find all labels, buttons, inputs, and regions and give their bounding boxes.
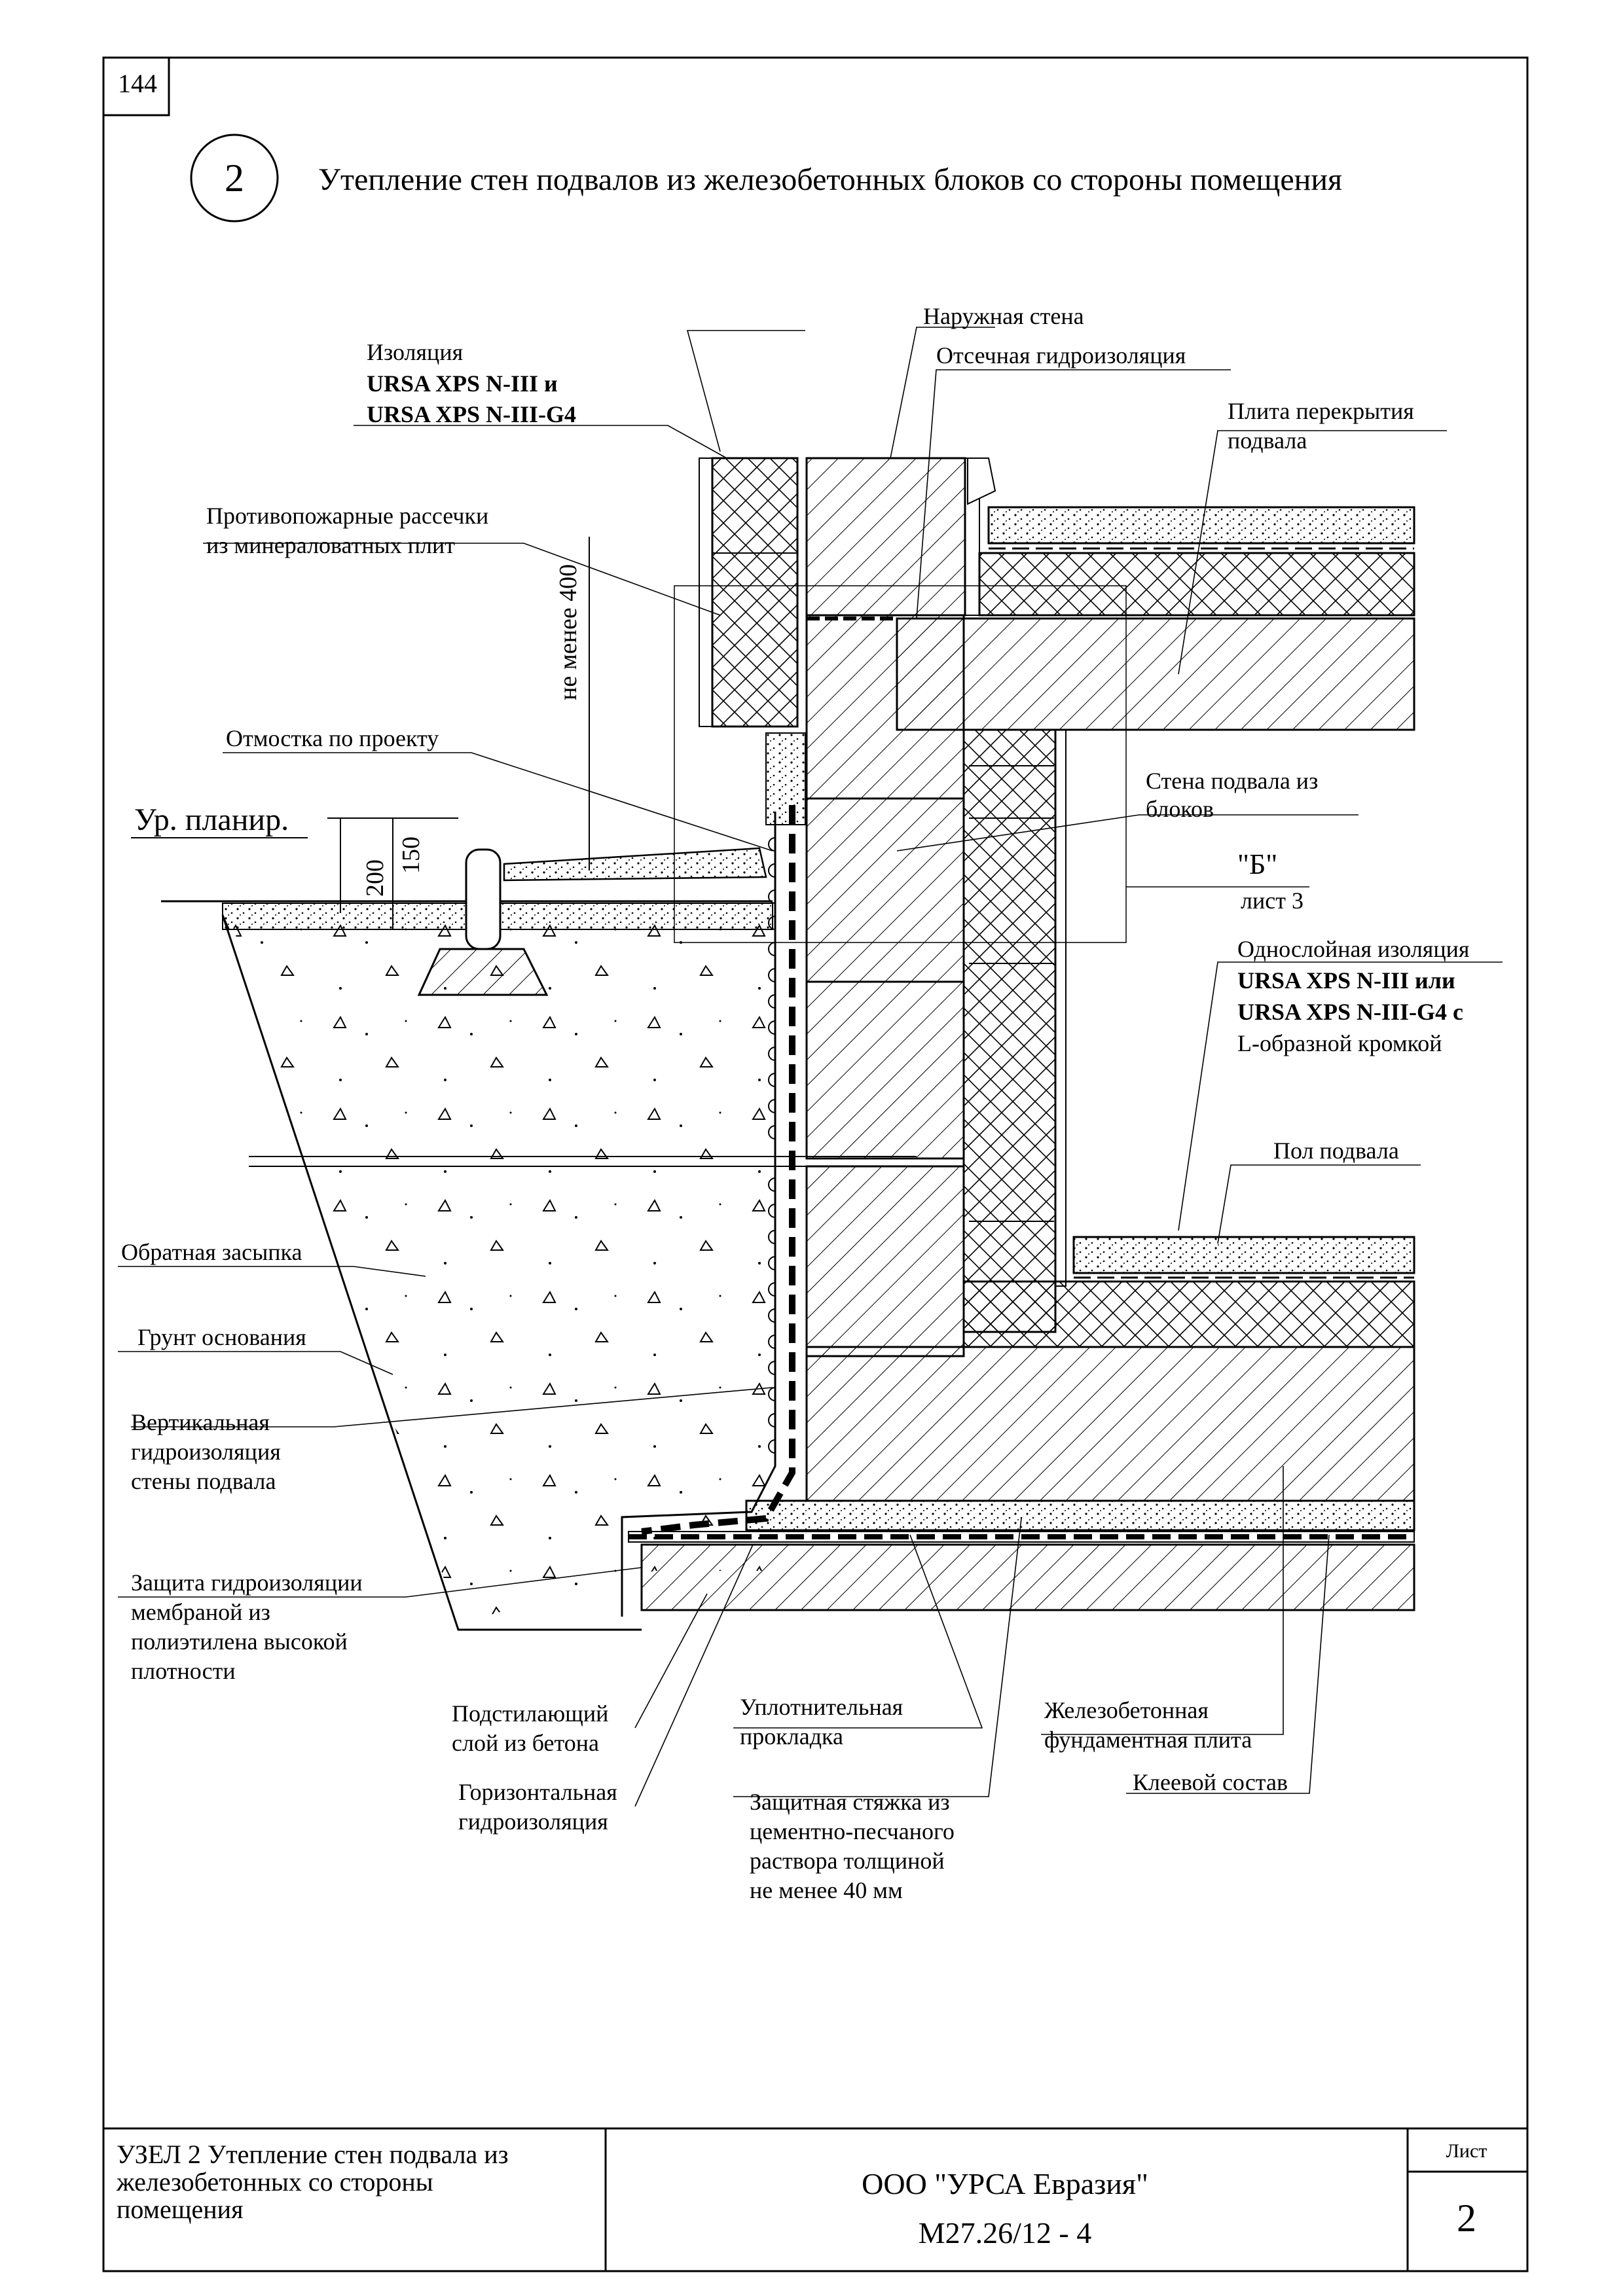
label-horizontal-wp-1: Горизонтальная [458, 1779, 617, 1805]
basement-floor-finish [1072, 1236, 1415, 1274]
label-underlay-2: слой из бетона [452, 1730, 599, 1756]
label-vertical-wp-1: Вертикальная [131, 1409, 270, 1435]
label-grade: Ур. планир. [134, 802, 289, 837]
membrane-dimples [768, 837, 776, 1454]
label-screed-2: цементно-песчаного [750, 1818, 955, 1844]
min-400-label: не менее 400 [555, 564, 582, 700]
label-firebreak-1: Противопожарные рассечки [206, 503, 488, 529]
label-firebreak-2: из минераловатных плит [206, 532, 455, 558]
tb-sheet-number: 2 [1457, 2197, 1476, 2240]
upper-render [699, 457, 713, 727]
label-protection-4: плотности [131, 1658, 236, 1684]
basement-floor-insulation [962, 1280, 1415, 1348]
label-seal-1: Уплотнительная [740, 1694, 903, 1720]
page-number: 144 [118, 69, 157, 98]
basement-slab [896, 617, 1415, 731]
protective-screed [745, 1499, 1415, 1532]
label-basement-wall-2: блоков [1146, 796, 1214, 822]
inner-insulation [962, 728, 1057, 1333]
label-ref-b: "Б" [1237, 848, 1277, 880]
tb-code: М27.26/12 - 4 [918, 2216, 1092, 2250]
label-single-layer-2: URSA XPS N-III или [1237, 967, 1455, 994]
concrete-underlay [640, 1543, 1415, 1611]
label-screed-1: Защитная стяжка из [750, 1789, 950, 1815]
protection-membrane [621, 812, 776, 1617]
backfill-soil [229, 915, 773, 1623]
label-slab-1: Плита перекрытия [1228, 398, 1414, 424]
wall-block-3 [805, 980, 965, 1160]
label-slab-2: подвала [1228, 427, 1307, 454]
label-insulation-2: URSA XPS N-III и [367, 370, 558, 397]
label-screed-3: раствора толщиной [750, 1848, 945, 1874]
label-backfill: Обратная засыпка [121, 1239, 302, 1265]
tb-sheet-label: Лист [1446, 2140, 1487, 2162]
curb-stone [465, 848, 501, 950]
label-protection-3: полиэтилена высокой [131, 1628, 348, 1655]
foundation-slab [805, 1346, 1415, 1502]
label-screed-4: не менее 40 мм [750, 1877, 903, 1903]
label-insulation-1: Изоляция [367, 339, 463, 365]
wall-block-4 [805, 1165, 965, 1357]
label-single-layer-3: URSA XPS N-III-G4 с [1237, 999, 1463, 1025]
label-protection-2: мембраной из [131, 1599, 270, 1625]
label-horizontal-wp-2: гидроизоляция [458, 1808, 608, 1835]
tb-desc-line3: помещения [117, 2195, 244, 2224]
page-title: Утепление стен подвалов из железобетонны… [318, 162, 1342, 197]
anchors [969, 765, 1054, 1222]
upper-insulation [711, 457, 799, 728]
vertical-waterproofing [641, 805, 795, 1535]
label-foundation-1: Железобетонная [1044, 1697, 1209, 1723]
sheet-frame [102, 56, 1529, 2272]
inner-insulation-finish [1055, 729, 1067, 1287]
curb-foundation [417, 948, 549, 996]
label-vertical-wp-3: стены подвала [131, 1468, 276, 1494]
label-single-layer-1: Однослойная изоляция [1237, 936, 1469, 962]
leader-lines [118, 327, 1503, 1807]
label-underlay-1: Подстилающий [452, 1700, 608, 1727]
outer-wall [805, 457, 966, 617]
label-outer-wall: Наружная стена [923, 303, 1084, 329]
label-single-layer-4: L-образной кромкой [1237, 1030, 1442, 1056]
page-number-box [102, 56, 170, 117]
label-insulation-3: URSA XPS N-III-G4 [367, 401, 576, 427]
label-vertical-wp-2: гидроизоляция [131, 1439, 281, 1465]
label-protection-1: Защита гидроизоляции [131, 1570, 363, 1596]
label-basement-wall-1: Стена подвала из [1146, 768, 1318, 794]
cornice [967, 457, 996, 505]
floor-finish [987, 506, 1415, 545]
wall-block-1 [805, 614, 965, 800]
tb-desc-line2: железобетонных со стороны [117, 2167, 433, 2197]
label-basement-floor: Пол подвала [1273, 1138, 1399, 1164]
label-adhesive: Клеевой состав [1133, 1769, 1288, 1795]
tb-desc-line1: УЗЕЛ 2 Утепление стен подвала из [117, 2140, 509, 2169]
dim-150: 150 [397, 836, 425, 874]
detail-b-frame [674, 585, 1127, 943]
label-base-soil: Грунт основания [137, 1324, 306, 1350]
label-ref-sheet: лист 3 [1241, 888, 1304, 914]
title-block-description: УЗЕЛ 2 Утепление стен подвала из железоб… [117, 2141, 596, 2223]
excavation-slope [221, 914, 642, 1631]
node-number-circle [190, 134, 279, 223]
label-foundation-2: фундаментная плита [1044, 1727, 1252, 1753]
label-blind-area: Отмостка по проекту [226, 725, 439, 751]
firebreak [765, 732, 806, 825]
blind-area-slab [503, 847, 767, 882]
tb-company: ООО "УРСА Евразия" [862, 2167, 1148, 2200]
label-cutoff-wp: Отсечная гидроизоляция [936, 342, 1186, 368]
dim-200: 200 [361, 859, 389, 897]
wall-block-2 [805, 797, 965, 983]
node-number: 2 [225, 156, 244, 200]
label-seal-2: прокладка [740, 1723, 843, 1749]
